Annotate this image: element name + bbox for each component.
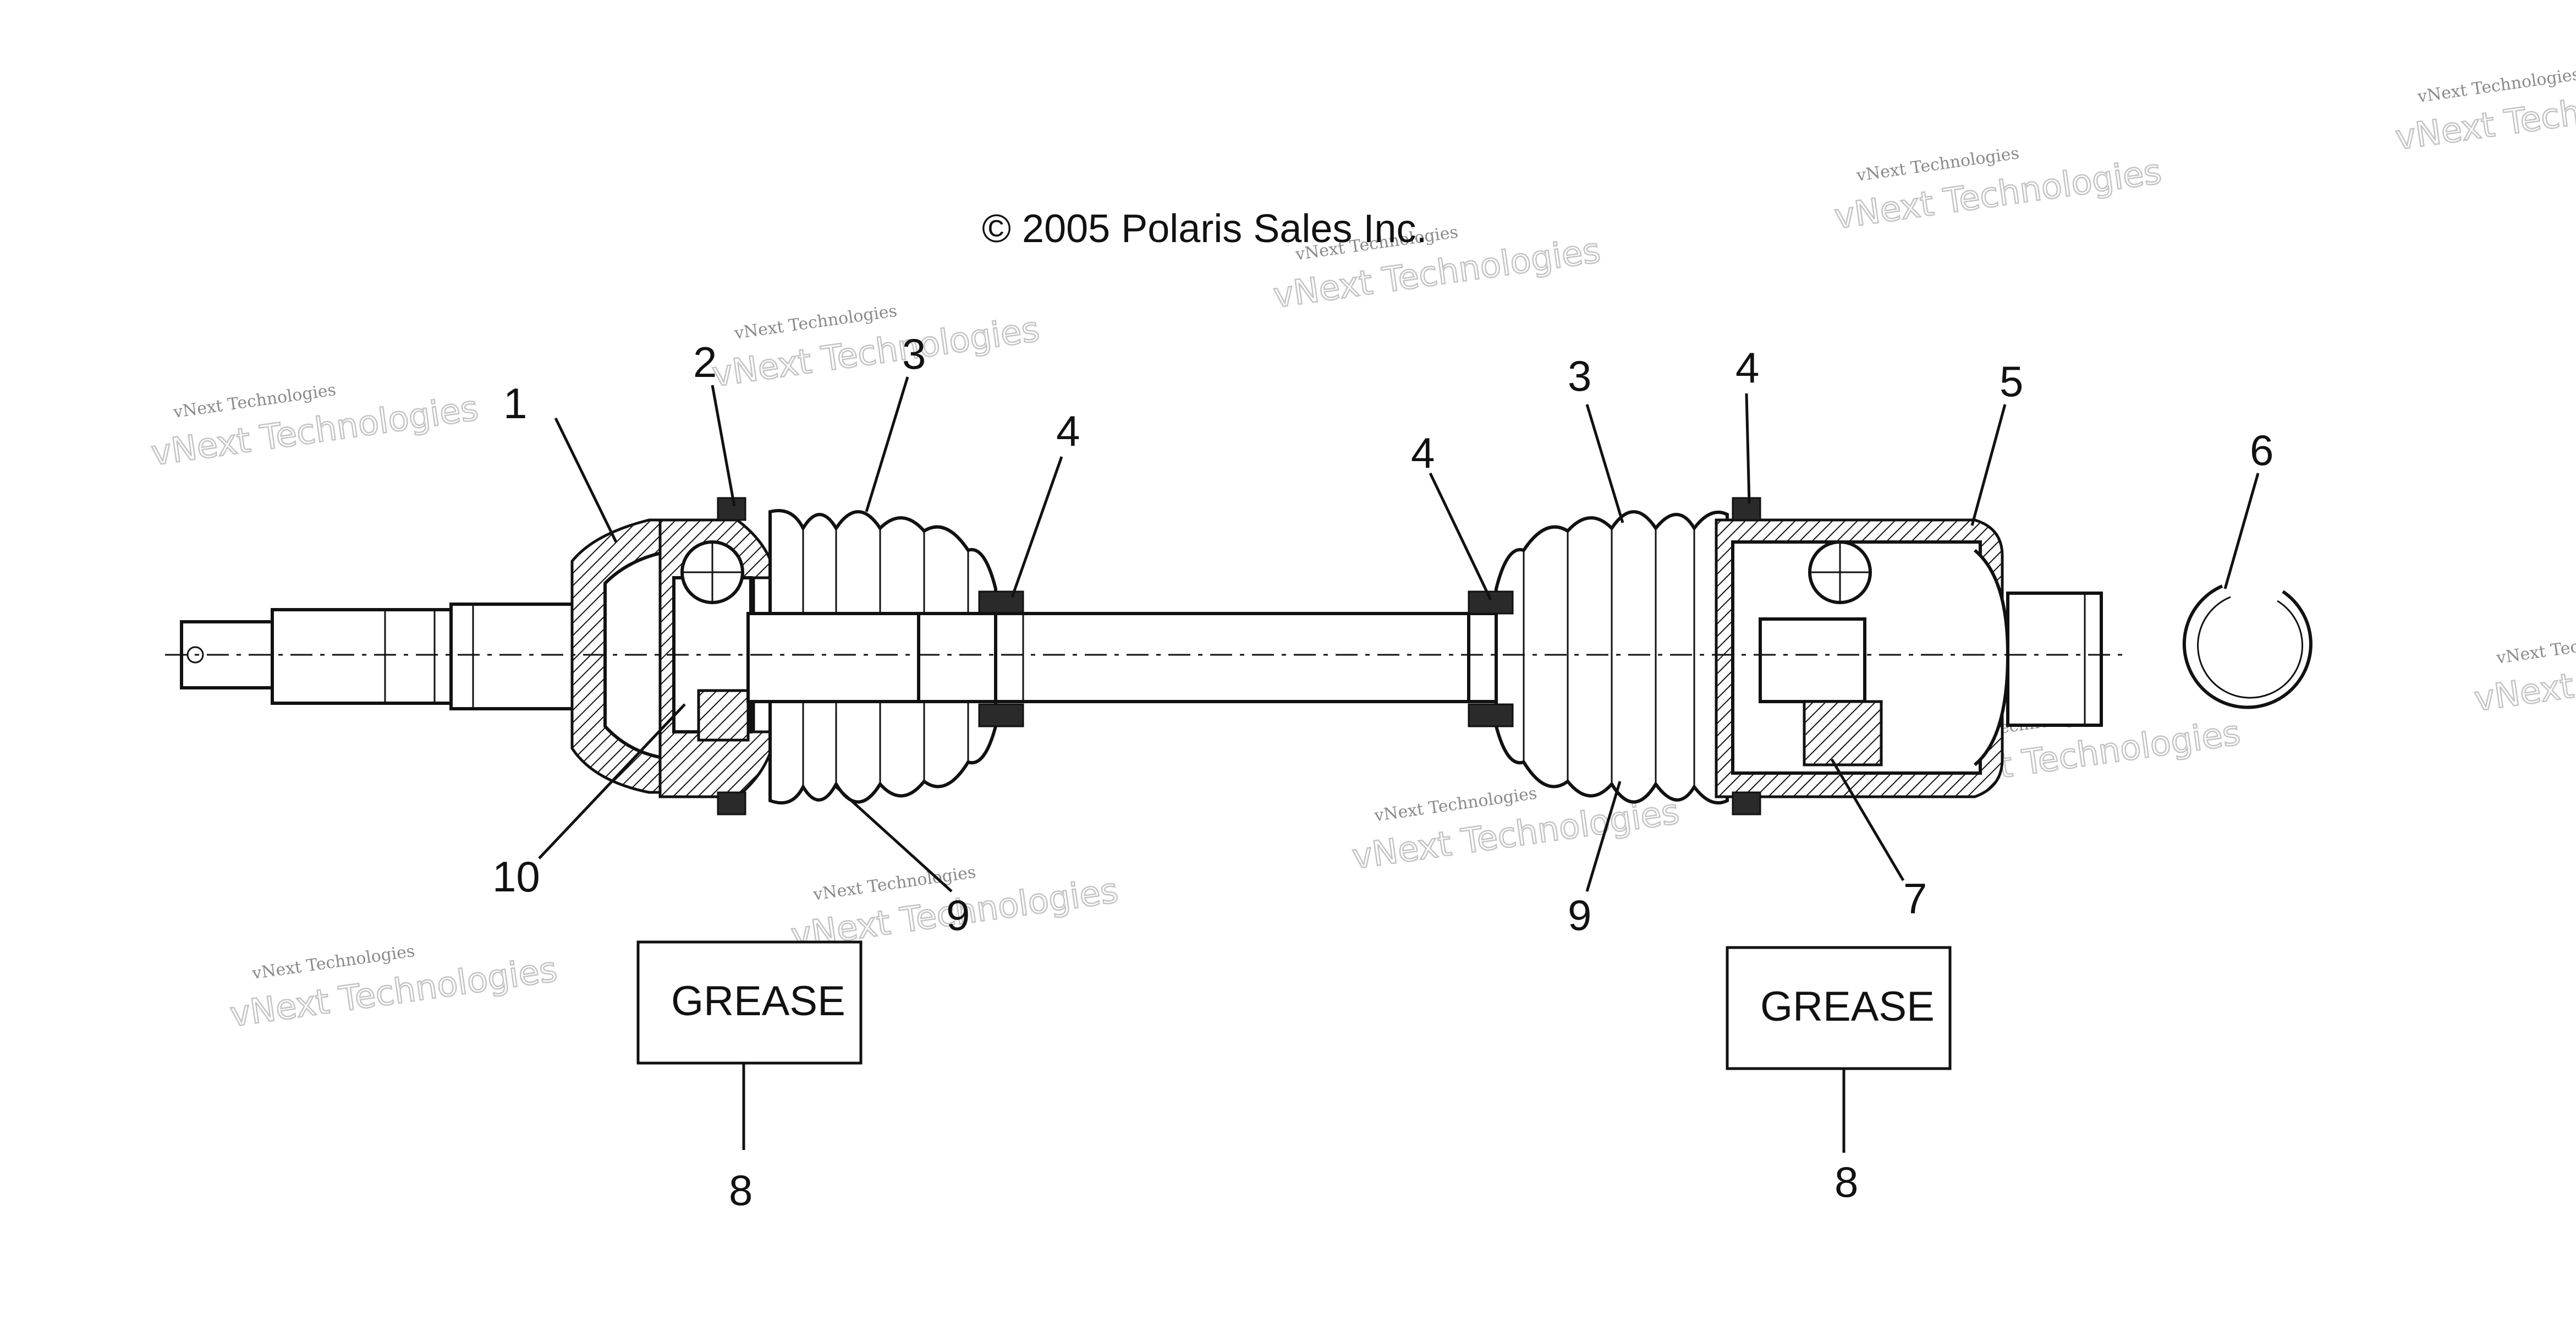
callout-5: 5 [2000, 357, 2023, 406]
callout-7: 7 [1903, 874, 1927, 923]
callout-4-left: 4 [1056, 407, 1080, 455]
right-stub-shaft [2006, 592, 2103, 727]
left-stub-shaft [180, 603, 579, 710]
callout-6: 6 [2250, 426, 2273, 474]
callout-9-right: 9 [1568, 891, 1591, 939]
callout-2: 2 [693, 338, 717, 386]
copyright-text: © 2005 Polaris Sales Inc. [982, 207, 1427, 251]
watermark: vNext Technologies vNext Technologies [2392, 65, 2576, 158]
leader-lines [538, 376, 2260, 893]
retaining-ring-inner [2197, 596, 2304, 699]
callout-4-middle: 4 [1411, 429, 1435, 477]
watermark-small: vNext Technologies [2495, 626, 2576, 668]
grease-label-right: GREASE [1760, 983, 1935, 1030]
callout-3-right: 3 [1568, 352, 1591, 400]
right-plunge-joint [1715, 497, 2010, 815]
grease-box-right: GREASE [1726, 946, 1952, 1153]
watermark: vNext Technologies vNext Technologies [709, 302, 1042, 395]
left-cv-joint [570, 497, 777, 815]
right-boot [1468, 510, 1729, 804]
watermark: vNext Technologies vNext Technologies [227, 941, 560, 1035]
grease-box-left: GREASE [636, 940, 863, 1150]
watermark: vNext Technologies vNext Technologies [1831, 144, 2165, 237]
retaining-ring [2182, 584, 2313, 709]
callout-9-left: 9 [946, 891, 970, 939]
watermark: vNext Technologies vNext Technologies [148, 380, 481, 474]
callout-10: 10 [492, 852, 540, 901]
callout-4-right: 4 [1735, 343, 1759, 392]
callout-8-left: 8 [729, 1166, 753, 1214]
callout-3-left: 3 [902, 330, 926, 378]
callout-8-right: 8 [1834, 1158, 1858, 1206]
callout-1: 1 [503, 379, 527, 428]
callouts: 1 2 3 4 4 3 4 5 6 7 8 8 9 9 10 [492, 330, 2273, 1214]
watermark: vNext Technologies vNext Technologies [2471, 626, 2576, 720]
grease-label-left: GREASE [671, 978, 845, 1025]
center-shaft [746, 612, 1553, 703]
